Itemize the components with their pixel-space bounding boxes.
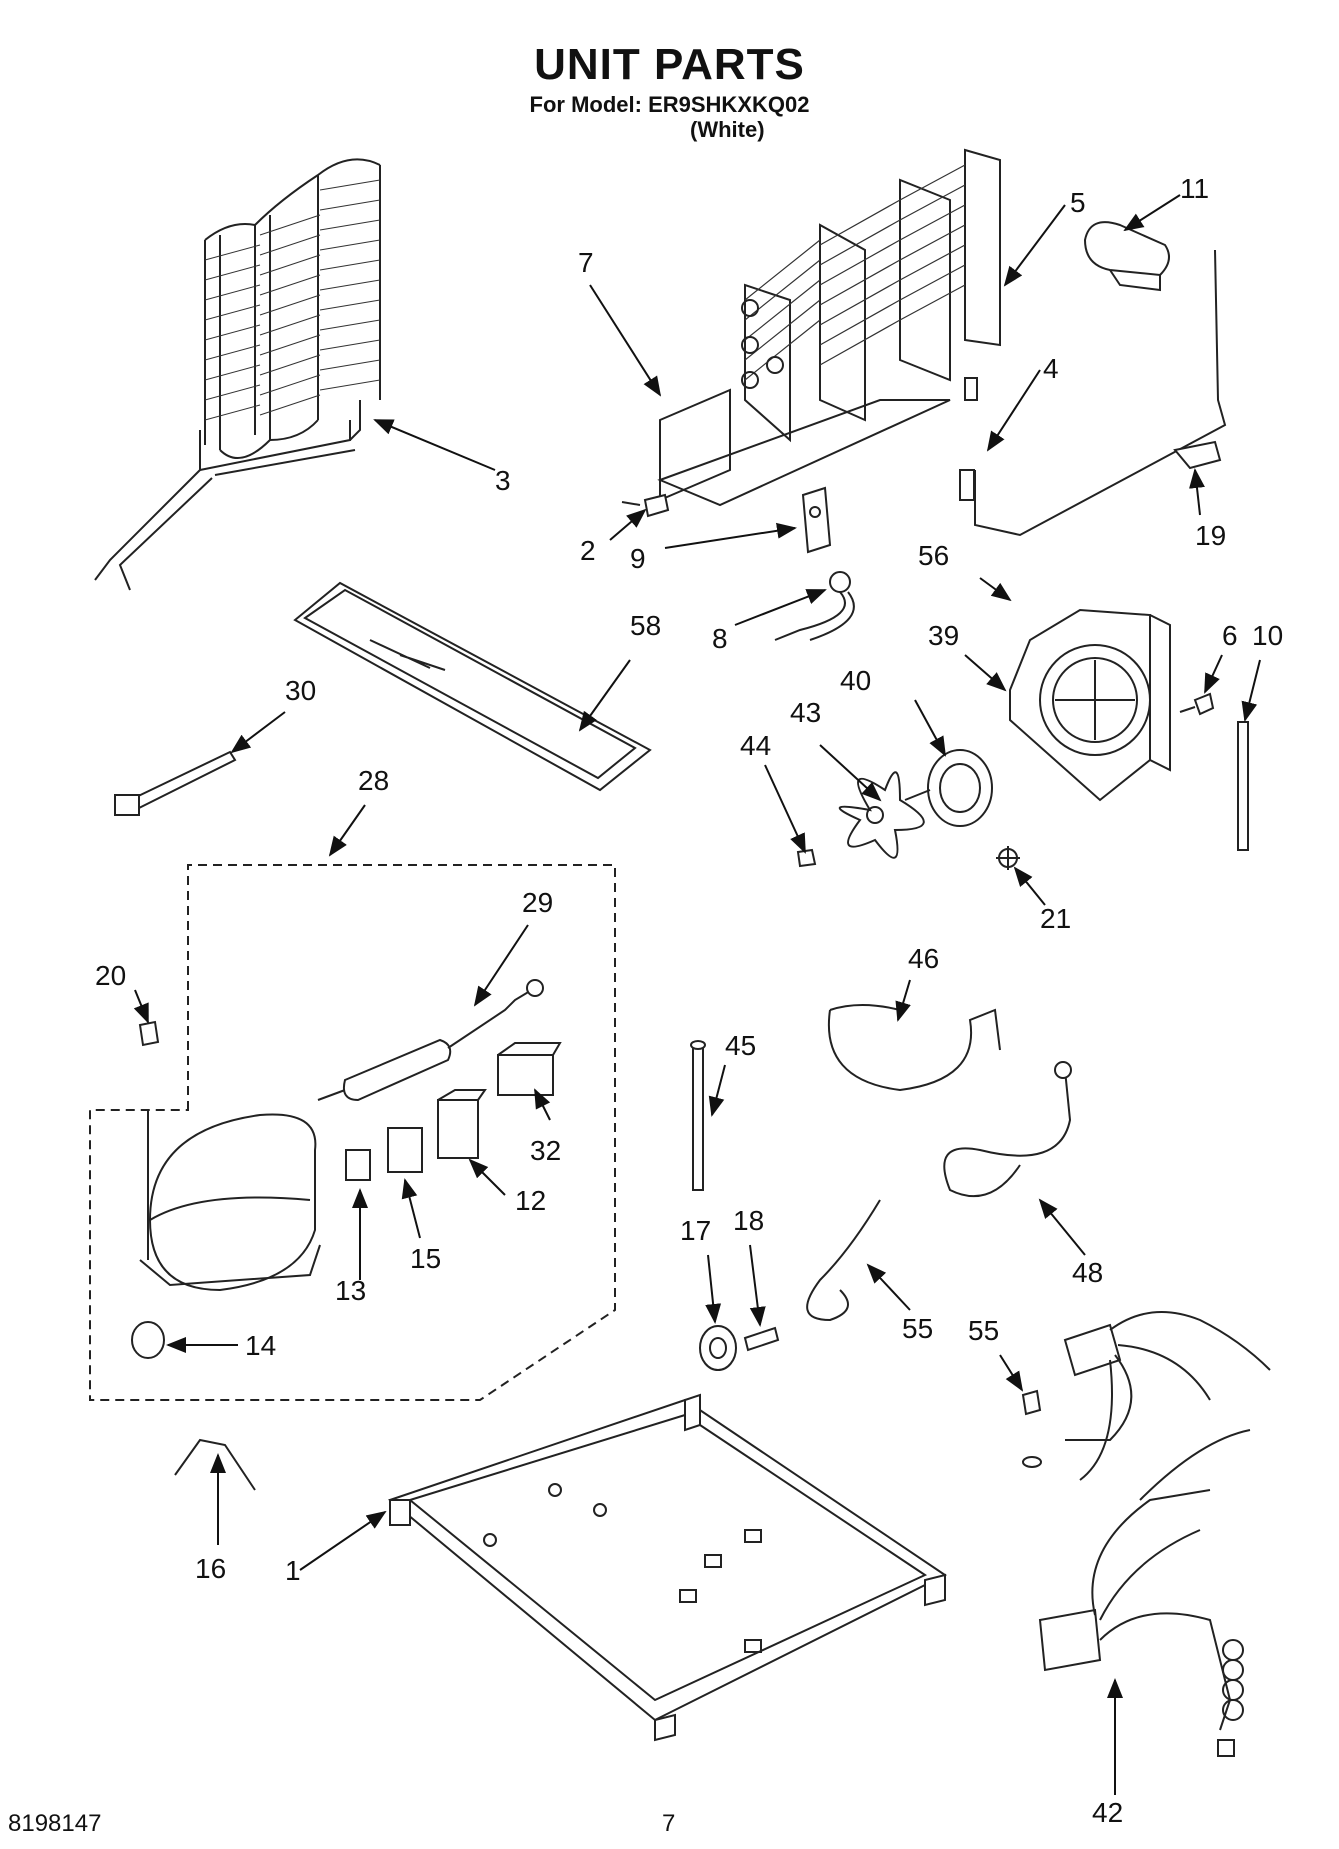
fan-shroud-drawing: [1009, 608, 1171, 802]
callout-39: 39: [928, 620, 959, 651]
callout-47: 48: [1072, 1257, 1103, 1288]
callout-58: 58: [630, 610, 661, 641]
drain-trough-drawing: [293, 581, 652, 792]
callout-16: 16: [195, 1553, 226, 1584]
cap-sensor-bracket-drawing: [959, 221, 1227, 537]
model-color: (White): [690, 117, 765, 142]
callout-17: 17: [680, 1215, 711, 1246]
callout-19: 19: [1195, 520, 1226, 551]
callout-29: 29: [522, 887, 553, 918]
callout-18: 18: [733, 1205, 764, 1236]
callout-5: 5: [1070, 187, 1086, 218]
callout-14: 14: [245, 1330, 276, 1361]
roller-drawing: [699, 1325, 780, 1371]
document-number: 8198147: [8, 1810, 102, 1837]
callout-numbers: 3 7 5 11 4 19 2 9 8 56 58 30 39 6 10 40 …: [95, 173, 1283, 1828]
callout-3: 3: [495, 465, 511, 496]
callout-48: 55: [902, 1313, 933, 1344]
callout-13: 13: [335, 1275, 366, 1306]
page-number: 7: [662, 1810, 676, 1837]
callout-20: 20: [95, 960, 126, 991]
drain-tube-drawing: [690, 1040, 706, 1191]
callout-56: 56: [918, 540, 949, 571]
callout-46: 46: [908, 943, 939, 974]
callout-40: 40: [840, 665, 871, 696]
relay-overload-drawing: [345, 1042, 562, 1181]
callout-15: 15: [410, 1243, 441, 1274]
evaporator-drawing: [657, 148, 1001, 507]
callout-10: 10: [1252, 620, 1283, 651]
tie-strap-drawing: [114, 750, 237, 816]
callout-30: 30: [285, 675, 316, 706]
callout-42: 42: [1092, 1797, 1123, 1828]
leader-lines: [133, 194, 1261, 1795]
callout-1: 1: [285, 1555, 301, 1586]
thermistor-drawing: [774, 571, 855, 641]
model-number: For Model: ER9SHKXKQ02: [529, 92, 810, 117]
callout-9: 9: [630, 543, 646, 574]
clip-drawing: [174, 1438, 256, 1491]
compressor-assembly-outline: [89, 864, 616, 1401]
screw-and-gasket-drawing: [1179, 692, 1249, 851]
compressor-drawing: [138, 1020, 321, 1292]
callout-43: 43: [790, 697, 821, 728]
callout-8: 8: [712, 623, 728, 654]
callout-21: 21: [1040, 903, 1071, 934]
callout-11: 11: [1180, 173, 1209, 204]
drain-hose-drawing: [806, 1199, 881, 1322]
callout-7: 7: [578, 247, 594, 278]
base-frame-drawing: [387, 1393, 947, 1742]
callout-2: 2: [580, 535, 596, 566]
callout-55: 55: [968, 1315, 999, 1346]
callout-28: 28: [358, 765, 389, 796]
condenser-coil-drawing: [94, 158, 381, 591]
fan-motor-blade-drawing: [796, 749, 993, 868]
screw-and-clip-drawing: [621, 486, 832, 554]
motor-mount-drawing: [996, 846, 1020, 870]
callout-32: 32: [530, 1135, 561, 1166]
callout-6: 6: [1222, 620, 1238, 651]
page-title: UNIT PARTS: [534, 40, 805, 89]
grommet-drawing: [131, 1321, 165, 1359]
drier-drawing: [317, 979, 544, 1102]
tubes-drawing: [827, 1004, 1072, 1198]
callout-44: 44: [740, 730, 771, 761]
wire-harness-drawing: [1021, 1311, 1271, 1757]
callout-45: 45: [725, 1030, 756, 1061]
callout-12: 12: [515, 1185, 546, 1216]
callout-4: 4: [1043, 353, 1059, 384]
